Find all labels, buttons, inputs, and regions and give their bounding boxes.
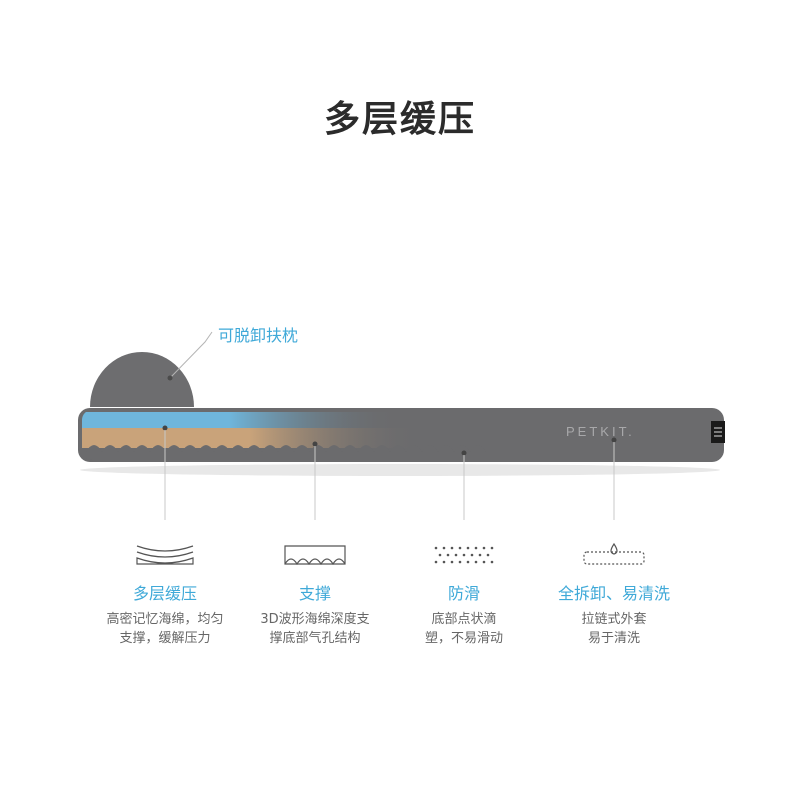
feature-desc: 底部点状滴 塑，不易滑动 <box>424 612 503 646</box>
feature-multilayer: 多层缓压 高密记忆海绵，均匀 支撑，缓解压力 <box>75 540 255 648</box>
removable-bolster-label: 可脱卸扶枕 <box>218 326 299 345</box>
feature-desc: 高密记忆海绵，均匀 支撑，缓解压力 <box>106 612 224 646</box>
wave-foam-layer <box>82 428 502 448</box>
bolster-pillow <box>90 352 194 407</box>
feature-support: 支撑 3D波形海绵深度支 撑底部气孔结构 <box>225 540 405 648</box>
wave-pattern <box>86 445 486 460</box>
zipper-cover-icon <box>524 540 704 570</box>
feature-title: 防滑 <box>447 584 480 603</box>
cushion-illustration: PETKIT. <box>78 331 725 520</box>
feature-desc: 拉链式外套 易于清洗 <box>581 612 647 646</box>
feature-anti-slip: 防滑 底部点状滴 塑，不易滑动 <box>374 540 554 648</box>
brand-logo: PETKIT. <box>566 424 635 439</box>
wave-support-icon <box>225 540 405 570</box>
page-title: 多层缓压 <box>323 99 476 140</box>
feature-title: 支撑 <box>298 584 331 603</box>
memory-foam-layer <box>82 412 502 428</box>
layered-foam-icon <box>75 540 255 570</box>
feature-title: 多层缓压 <box>132 584 197 603</box>
feature-title: 全拆卸、易清洗 <box>557 584 670 603</box>
anti-slip-dots-icon <box>374 540 554 570</box>
feature-desc: 3D波形海绵深度支 撑底部气孔结构 <box>260 612 370 646</box>
callout-leader-line <box>169 331 213 379</box>
feature-washable: 全拆卸、易清洗 拉链式外套 易于清洗 <box>524 540 704 648</box>
